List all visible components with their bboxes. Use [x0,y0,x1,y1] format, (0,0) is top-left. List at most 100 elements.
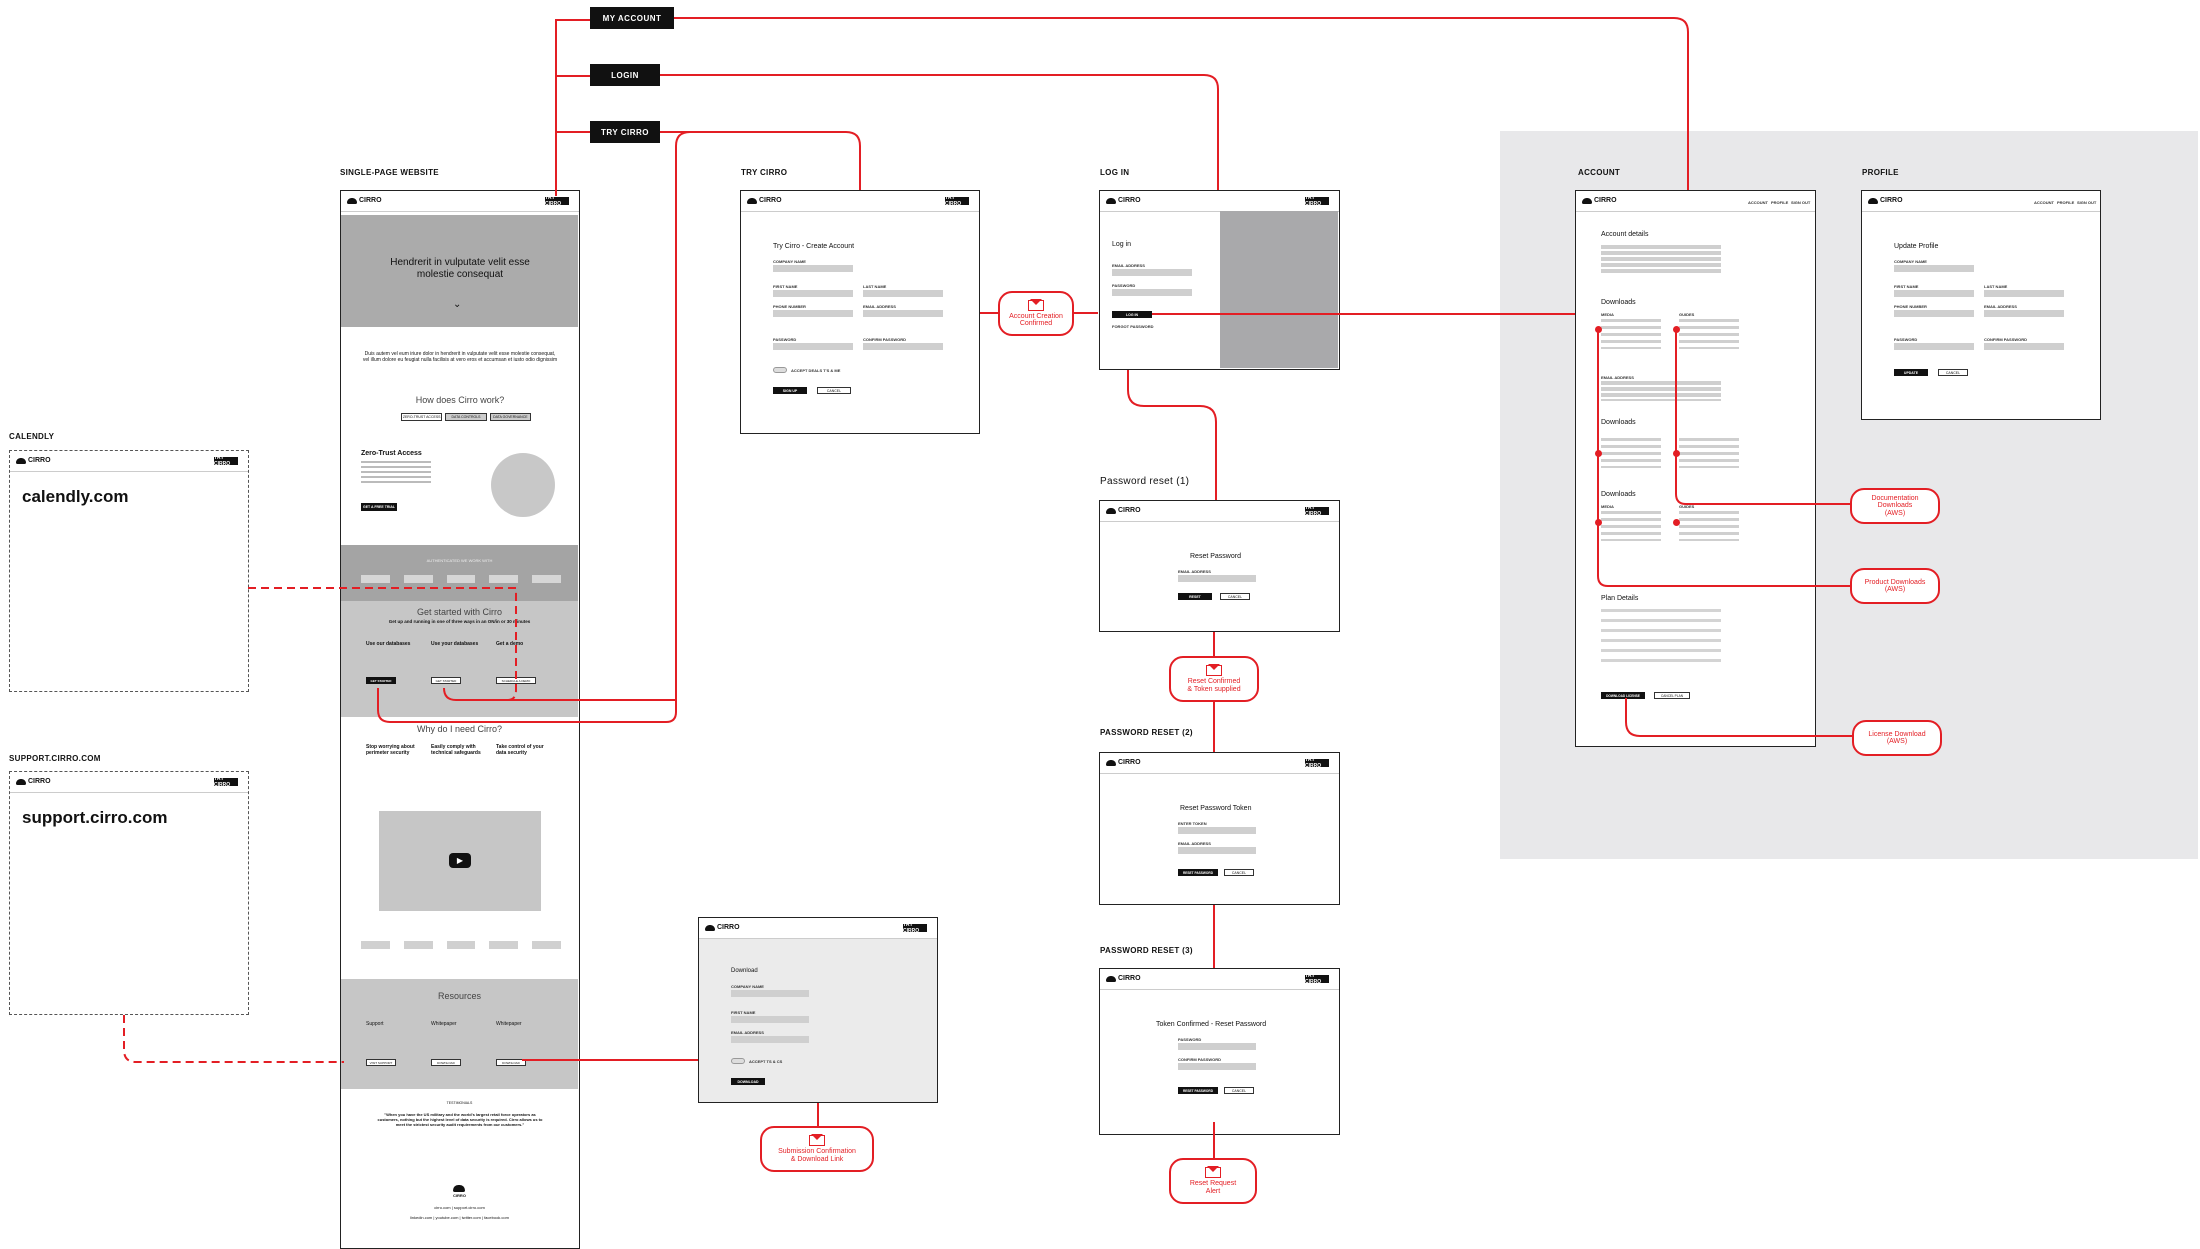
try-try-button[interactable]: TRY CIRRO [945,195,969,207]
forgot-password-link[interactable]: FORGOT PASSWORD [1112,324,1154,329]
reset3-submit-button[interactable]: RESET PASSWORD [1178,1087,1218,1094]
profile-update-button[interactable]: UPDATE [1894,369,1928,376]
reset1-cancel-button[interactable]: CANCEL [1220,593,1250,600]
feature-trial-button[interactable]: GET A FREE TRIAL [361,503,397,511]
profile-password-input[interactable] [1894,343,1974,350]
login-frame: CIRRO TRY CIRRO Log in EMAIL ADDRESS PAS… [1099,190,1340,370]
option-1-button[interactable]: GET STARTED [366,677,396,684]
profile-nav-signout[interactable]: SIGN OUT [2077,200,2097,205]
tab-zero-trust[interactable]: ZERO-TRUST ACCESS [401,413,443,421]
tab-data-governance[interactable]: DATA GOVERNANCE [489,413,531,421]
profile-last-input[interactable] [1984,290,2064,297]
option-3-button[interactable]: SCHEDULE A DEMO [496,677,536,684]
download-try-button[interactable]: TRY CIRRO [903,922,927,934]
reset2-submit-button[interactable]: RESET PASSWORD [1178,869,1218,876]
profile-phone-input[interactable] [1894,310,1974,317]
login-submit-button[interactable]: LOG IN [1112,311,1152,318]
resource-3-button[interactable]: DOWNLOAD [496,1059,526,1066]
profile-cancel-button[interactable]: CANCEL [1938,369,1968,376]
downloads-1-list-b[interactable] [1679,319,1739,349]
badge-line: (AWS) [1884,586,1906,593]
profile-nav-account[interactable]: ACCOUNT [2034,200,2054,205]
download-terms-toggle[interactable] [731,1058,745,1064]
footer-social[interactable]: linkedin.com | youtube.com | twitter.com… [410,1215,509,1220]
field-confirm-label: CONFIRM PASSWORD [863,337,907,342]
badge-line: (AWS) [1886,738,1908,745]
profile-nav-profile[interactable]: PROFILE [2057,200,2075,205]
login-button[interactable]: LOGIN [590,64,660,86]
company-input[interactable] [773,265,853,272]
profile-email-label: EMAIL ADDRESS [1984,304,2017,309]
downloads-2-list-b[interactable] [1679,438,1739,468]
option-2-button[interactable]: GET STARTED [431,677,461,684]
get-started-sub: Get up and running in one of three ways … [388,619,531,624]
why-col-1: Stop worrying about perimeter security [366,744,415,756]
envelope-icon [809,1134,825,1147]
reset3-try-button[interactable]: TRY CIRRO [1305,973,1329,985]
video-player[interactable]: ▶ [379,811,541,911]
play-icon[interactable]: ▶ [449,853,471,868]
profile-header: CIRRO ACCOUNT PROFILE SIGN OUT [1862,191,2100,212]
reset3-confirm-input[interactable] [1178,1063,1256,1070]
profile-first-input[interactable] [1894,290,1974,297]
download-submit-button[interactable]: DOWNLOAD [731,1078,765,1085]
profile-email-input[interactable] [1984,310,2064,317]
calendly-url: calendly.com [22,487,129,506]
my-account-button[interactable]: MY ACCOUNT [590,7,674,29]
phone-input[interactable] [773,310,853,317]
account-nav-signout[interactable]: SIGN OUT [1791,200,1811,205]
footer-logo: CIRRO [453,1193,466,1198]
resource-2-button[interactable]: DOWNLOAD [431,1059,461,1066]
reset2-email-input[interactable] [1178,847,1256,854]
last-name-input[interactable] [863,290,943,297]
badge-line: Product Downloads [1864,578,1926,586]
reset2-try-button[interactable]: TRY CIRRO [1305,757,1329,769]
logo-text: CIRRO [28,778,51,785]
downloads-3-list-b[interactable] [1679,511,1739,541]
resource-1-button[interactable]: VISIT SUPPORT [366,1059,396,1066]
support-try-button[interactable]: TRY CIRRO [214,776,238,788]
tabs: ZERO-TRUST ACCESS DATA CONTROLS DATA GOV… [401,413,531,421]
login-password-label: PASSWORD [1112,283,1136,288]
resources: Resources Support Whitepaper Whitepaper … [341,979,578,1089]
reset3-cancel-button[interactable]: CANCEL [1224,1087,1254,1094]
download-terms-label: ACCEPT TS & CS [749,1059,783,1064]
download-first-input[interactable] [731,1016,809,1023]
cancel-plan-button[interactable]: CANCEL PLAN [1654,692,1690,699]
profile-company-input[interactable] [1894,265,1974,272]
footer-links[interactable]: cirro.com | support.cirro.com [434,1205,485,1210]
account-nav-profile[interactable]: PROFILE [1771,200,1789,205]
website-try-button[interactable]: TRY CIRRO [545,195,569,207]
try-cancel-button[interactable]: CANCEL [817,387,851,394]
chevron-down-icon[interactable]: ⌄ [453,299,462,310]
support-frame: CIRRO TRY CIRRO support.cirro.com [9,771,249,1015]
download-company-input[interactable] [731,990,809,997]
confirm-password-input[interactable] [863,343,943,350]
email-input[interactable] [863,310,943,317]
terms-toggle[interactable] [773,367,787,373]
profile-logo: CIRRO [1868,197,1903,204]
reset1-submit-button[interactable]: RESET [1178,593,1212,600]
reset1-try-button[interactable]: TRY CIRRO [1305,505,1329,517]
downloads-2-list-a[interactable] [1601,438,1661,468]
password-input[interactable] [773,343,853,350]
reset3-password-input[interactable] [1178,1043,1256,1050]
downloads-3-list-a[interactable] [1601,511,1661,541]
login-password-input[interactable] [1112,289,1192,296]
try-cirro-button[interactable]: TRY CIRRO [590,121,660,143]
reset2-token-input[interactable] [1178,827,1256,834]
download-license-button[interactable]: DOWNLOAD LICENSE [1601,692,1645,699]
tab-data-controls[interactable]: DATA CONTROLS [445,413,487,421]
signup-button[interactable]: SIGN UP [773,387,807,394]
badge-doc-downloads: Documentation Downloads (AWS) [1850,488,1940,524]
login-email-input[interactable] [1112,269,1192,276]
reset1-email-input[interactable] [1178,575,1256,582]
calendly-try-button[interactable]: TRY CIRRO [214,455,238,467]
reset2-cancel-button[interactable]: CANCEL [1224,869,1254,876]
download-email-input[interactable] [731,1036,809,1043]
first-name-input[interactable] [773,290,853,297]
downloads-1-list-a[interactable] [1601,319,1661,349]
account-nav-account[interactable]: ACCOUNT [1748,200,1768,205]
profile-confirm-input[interactable] [1984,343,2064,350]
login-try-button[interactable]: TRY CIRRO [1305,195,1329,207]
